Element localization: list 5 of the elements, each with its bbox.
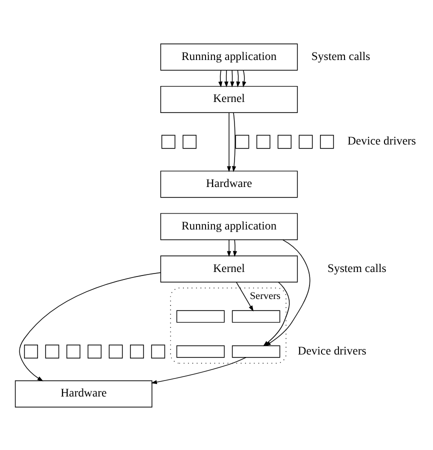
label: System calls [328, 261, 386, 274]
label: Device drivers [298, 344, 366, 357]
label: Device drivers [348, 134, 416, 148]
label: System calls [311, 49, 370, 62]
node-label: Servers [250, 290, 281, 302]
